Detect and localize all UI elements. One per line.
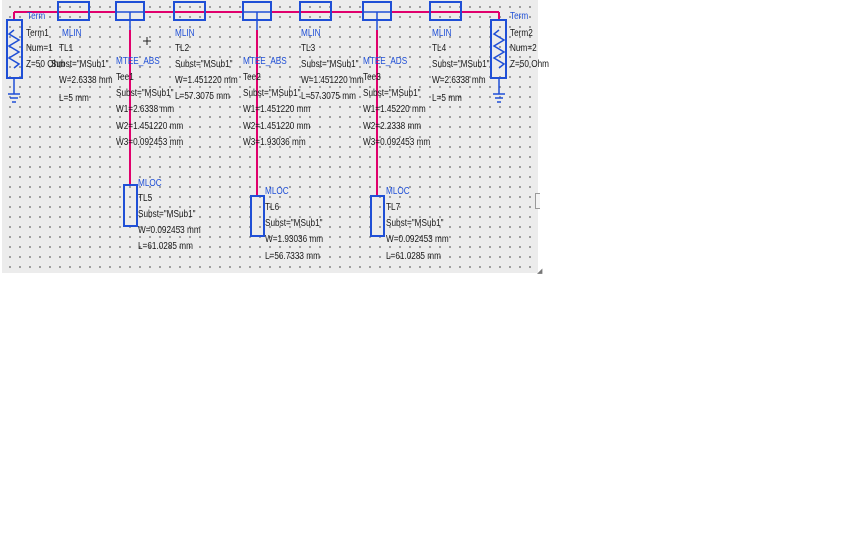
term2-num-label: Num=2 [510,43,537,54]
tl4-w-label: W=2.6338 mm [432,75,486,86]
term1-type-label: Term [27,11,46,22]
tl3-mlin-box[interactable] [299,1,332,21]
tl2-subst-label: Subst="MSub1" [175,59,233,70]
tee3-type-label: MTEE_ADS [363,56,408,67]
schematic-drawing [6,1,507,237]
term1-name-label: Term1 [26,28,49,39]
tl7-type-label: MLOC [386,186,410,197]
tl5-mloc-box[interactable] [123,184,138,227]
tee3-name-label: Tee3 [363,72,381,83]
tl5-w-label: W=0.092453 mm [138,225,201,236]
tl1-l-label: L=5 mm [59,93,89,104]
tl6-mloc-box[interactable] [250,195,265,237]
term2-name-label: Term2 [510,28,533,39]
tee3-subst-label: Subst="MSub1" [363,88,421,99]
tee2-symbol[interactable] [242,1,272,196]
cursor-crosshair-icon [143,37,151,45]
tl4-mlin-box[interactable] [429,1,462,21]
tl1-subst-label: Subst="MSub1" [51,59,109,70]
tl2-name-label: TL2 [175,43,190,54]
tl2-mlin-box[interactable] [173,1,206,21]
tee2-w3-label: W3=1.93036 mm [243,137,306,148]
tee2-subst-label: Subst="MSub1" [243,88,301,99]
tl2-l-label: L=57.3075 mm [175,91,230,102]
tee3-w2-label: W2=2.2338 mm [363,121,422,132]
tl2-type-label: MLIN [175,28,195,39]
tee1-name-label: Tee1 [116,72,134,83]
term2-type-label: Term [510,11,529,22]
tl3-name-label: TL3 [301,43,316,54]
tl5-name-label: TL5 [138,193,153,204]
tl1-w-label: W=2.6338 mm [59,75,113,86]
term2-symbol[interactable] [490,12,507,103]
tee3-symbol[interactable] [362,1,392,196]
tl4-type-label: MLIN [432,28,452,39]
term1-symbol[interactable] [6,12,23,103]
tl7-subst-label: Subst="MSub1" [386,218,444,229]
tl1-mlin-box[interactable] [57,1,90,21]
tl5-type-label: MLOC [138,178,162,189]
tl3-l-label: L=57.3075 mm [301,91,356,102]
tee2-w1-label: W1=1.451220 mm [243,104,311,115]
tl6-subst-label: Subst="MSub1" [265,218,323,229]
tee1-w1-label: W1=2.6338 mm [116,104,175,115]
tl6-type-label: MLOC [265,186,289,197]
tee1-type-label: MTEE_ABS [116,56,160,67]
tl4-name-label: TL4 [432,43,447,54]
tee2-w2-label: W2=1.451220 mm [243,121,311,132]
tl7-w-label: W=0.092453 mm [386,234,449,245]
tee1-w2-label: W2=1.451220 mm [116,121,184,132]
tl6-l-label: L=56.7333 mm [265,251,320,262]
tee3-w1-label: W1=1.45220 mm [363,104,426,115]
tee1-w3-label: W3=0.092453 mm [116,137,184,148]
term1-num-label: Num=1 [26,43,53,54]
tl1-type-label: MLIN [62,28,82,39]
tl4-subst-label: Subst="MSub1" [432,59,490,70]
tee2-type-label: MTEE_ABS [243,56,287,67]
side-scroll-handle[interactable] [535,193,540,209]
resize-grip-icon[interactable]: ◢ [537,268,543,275]
tl3-subst-label: Subst="MSub1" [301,59,359,70]
tee1-symbol[interactable] [115,1,145,185]
tl1-name-label: TL1 [59,43,74,54]
tl4-l-label: L=5 mm [432,93,462,104]
tl7-mloc-box[interactable] [370,195,385,237]
term2-z-label: Z=50 Ohm [510,59,549,70]
tl3-type-label: MLIN [301,28,321,39]
tee3-w3-label: W3=0.092453 mm [363,137,431,148]
tl7-l-label: L=61.0285 mm [386,251,441,262]
term1-z-label: Z=50 Ohm [26,59,65,70]
tee1-subst-label: Subst="MSub1" [116,88,174,99]
schematic-canvas[interactable]: Term Term1 Num=1 Z=50 Ohm MLIN TL1 Subst… [2,0,549,273]
tl7-name-label: TL7 [386,202,401,213]
tl2-w-label: W=1.451220 mm [175,75,238,86]
tee2-name-label: Tee2 [243,72,261,83]
tl3-w-label: W=1.451220 mm [301,75,364,86]
tl5-l-label: L=61.0285 mm [138,241,193,252]
tl6-name-label: TL6 [265,202,280,213]
tl6-w-label: W=1.93036 mm [265,234,324,245]
tl5-subst-label: Subst="MSub1" [138,209,196,220]
